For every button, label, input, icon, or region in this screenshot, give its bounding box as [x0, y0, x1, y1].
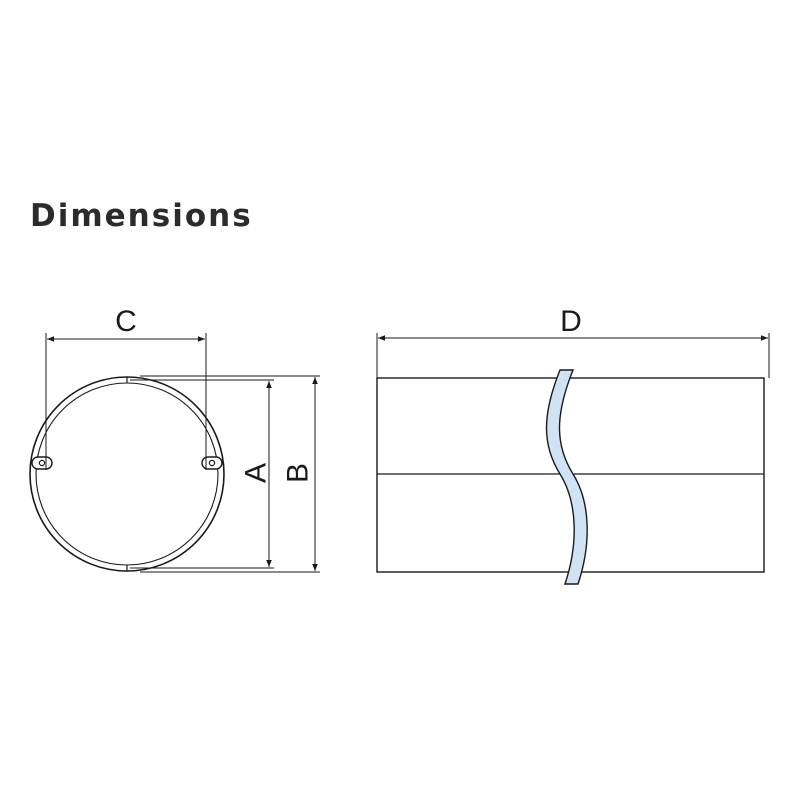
inner-profile	[35, 382, 219, 566]
cross-section-view	[29, 376, 225, 572]
page-title: Dimensions	[30, 198, 253, 234]
label-c: C	[115, 305, 137, 338]
left-clip-joint	[31, 456, 53, 470]
dimension-b	[140, 375, 320, 573]
label-d: D	[560, 305, 582, 338]
side-view	[376, 369, 765, 585]
dimension-c	[45, 333, 207, 470]
right-clip-joint	[201, 456, 223, 470]
dimension-d	[376, 333, 770, 378]
label-b: B	[282, 463, 315, 483]
dimension-a	[130, 379, 274, 569]
outer-profile	[29, 376, 225, 572]
break-symbol	[545, 369, 588, 585]
label-a: A	[240, 463, 273, 483]
